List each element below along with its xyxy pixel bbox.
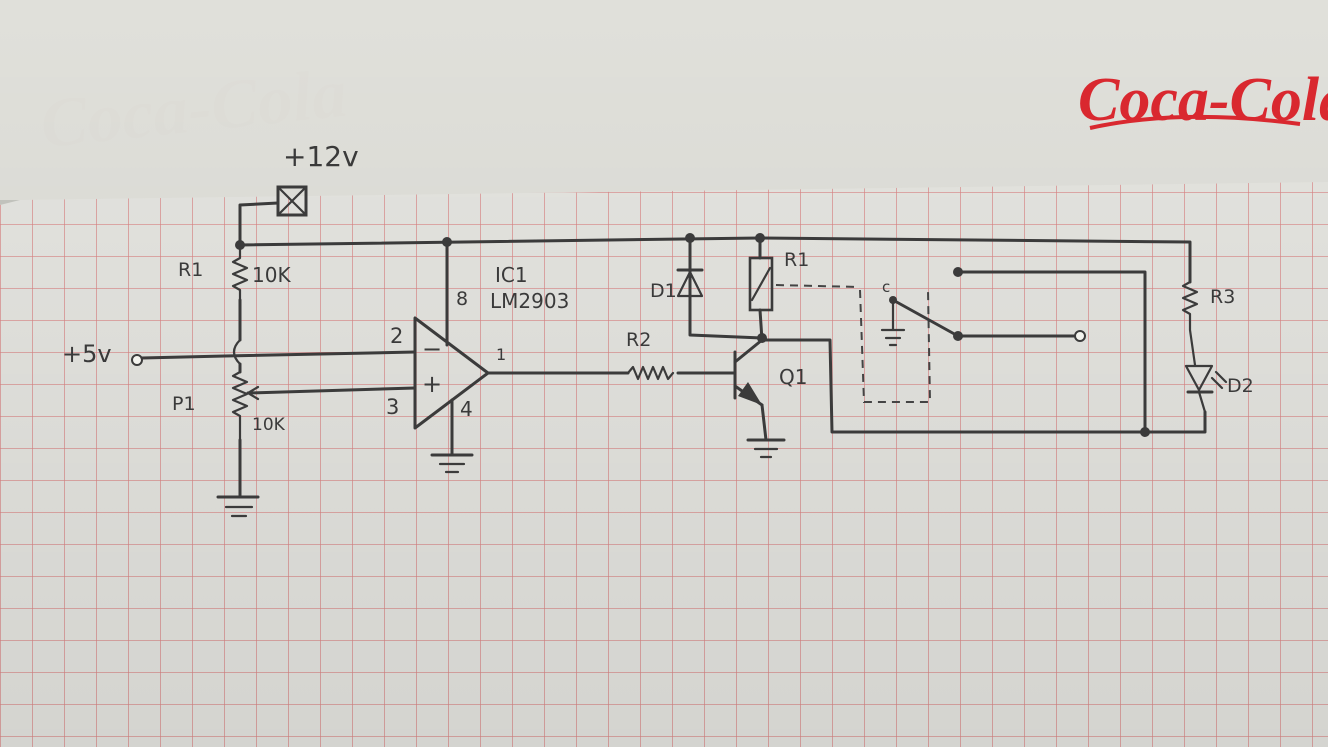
led-d2 (1184, 364, 1228, 414)
relay-coil (748, 256, 774, 312)
relay-switch-arm (891, 298, 960, 338)
wire-top-rail (238, 236, 1192, 284)
relay-link (775, 284, 861, 288)
label-r2: R2 (626, 329, 651, 351)
transistor-q1 (733, 338, 764, 407)
label-ic-part: LM2903 (490, 289, 569, 313)
label-d2: D2 (1227, 375, 1254, 397)
relay-contact-ground (880, 298, 906, 347)
logo-swoosh (1089, 114, 1301, 130)
label-d1: D1 (650, 280, 677, 302)
label-p1-value: 10K (252, 415, 286, 435)
label-minus: − (422, 335, 442, 363)
ground-left (216, 495, 260, 518)
relay-housing (859, 289, 932, 403)
wiper-arrow (246, 385, 260, 401)
wire-wiper-to-pin3 (246, 386, 417, 395)
terminal-12v (276, 185, 308, 217)
label-pin-3: 3 (386, 395, 399, 419)
diode-d1 (676, 268, 704, 298)
wire-emitter-ground (760, 403, 768, 442)
terminal-5v (131, 354, 143, 366)
label-q1: Q1 (779, 365, 807, 389)
wire-12v-drop (238, 201, 280, 247)
resistor-r3 (1181, 280, 1199, 367)
wire-nc (956, 270, 1147, 434)
wire-5v-to-pin2 (140, 350, 417, 360)
label-pin-4: 4 (460, 397, 473, 421)
label-r1-left-value: 10K (252, 263, 291, 287)
resistor-r2 (626, 365, 675, 381)
label-ic-name: IC1 (495, 263, 528, 287)
label-relay-c: c (882, 278, 890, 296)
resistor-r1-left (231, 243, 249, 302)
label-r3: R3 (1210, 286, 1235, 308)
ground-q1 (746, 438, 786, 459)
ground-opamp (430, 453, 474, 474)
terminal-no (1074, 330, 1086, 342)
pot-p1 (231, 370, 249, 442)
label-plus: + (422, 370, 442, 398)
label-5v: +5v (62, 340, 112, 368)
label-pin-8: 8 (456, 288, 468, 310)
junction-dots (235, 233, 1150, 437)
label-pin-2: 2 (390, 324, 403, 348)
label-r1-relay: R1 (784, 249, 809, 271)
label-r1-left: R1 (178, 259, 203, 281)
label-pin-1: 1 (496, 345, 506, 364)
label-12v: +12v (283, 140, 359, 173)
wire-collector-loop (760, 338, 1207, 434)
label-p1: P1 (172, 393, 196, 415)
wire-hop (232, 338, 242, 366)
